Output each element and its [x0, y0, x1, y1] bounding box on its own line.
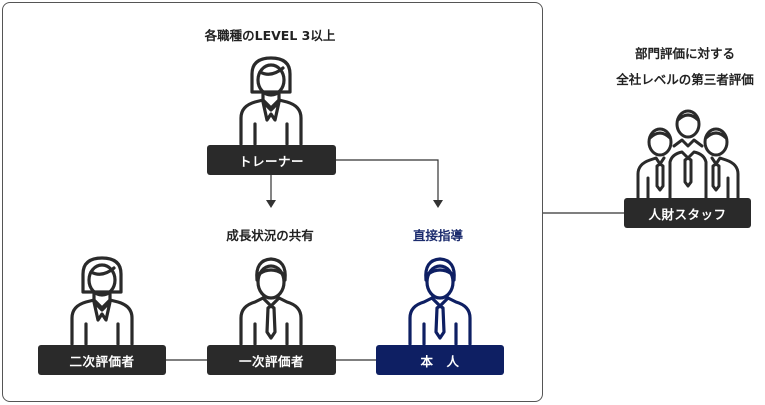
hr-staff-caption-line1: 部門評価に対する [634, 46, 735, 61]
self-caption: 直接指導 [412, 228, 463, 243]
male-person-icon [239, 257, 303, 346]
hr-staff-caption-line2: 全社レベルの第三者評価 [616, 72, 754, 87]
trainer-label: トレーナー [207, 145, 336, 175]
trainer-caption: 各職種のLEVEL 3以上 [204, 28, 336, 43]
self-label: 本 人 [376, 345, 504, 375]
female-person-icon [70, 256, 134, 346]
first-evaluator-caption: 成長状況の共有 [226, 228, 314, 243]
first-evaluator-label: 一次評価者 [207, 345, 336, 375]
trainer-to-self-arrowhead [433, 200, 443, 208]
female-person-icon [239, 56, 303, 146]
hr-staff-label: 人財スタッフ [624, 198, 751, 228]
trainer-to-self-connector [336, 159, 439, 205]
second-evaluator-label: 二次評価者 [38, 345, 166, 375]
group-people-icon [636, 109, 740, 200]
trainer-to-first-arrowhead [266, 200, 276, 208]
male-person-icon [408, 257, 472, 346]
